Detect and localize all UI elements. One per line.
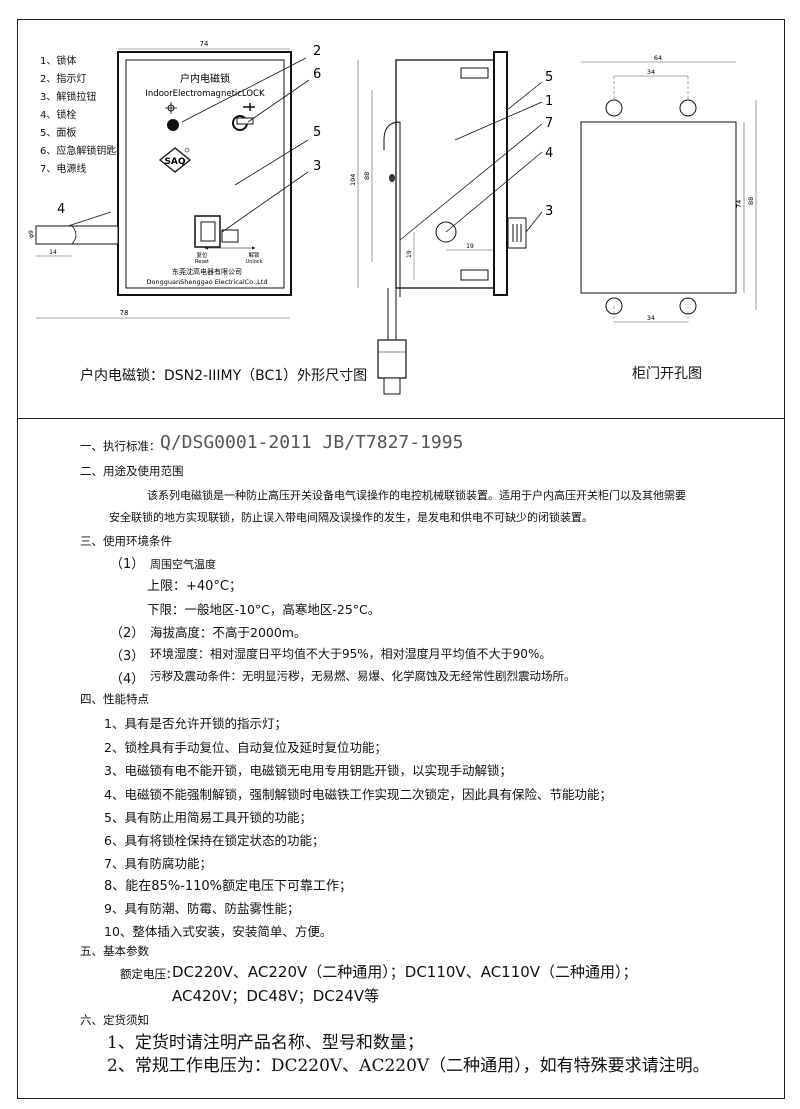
dim-side-inner: 88 xyxy=(363,172,371,180)
dim-cut-height-inner: 74 xyxy=(735,200,743,208)
callout-5: 5 xyxy=(313,125,321,140)
front-panel-outer xyxy=(117,51,292,296)
legend-item: 6、应急解锁钥匙孔 xyxy=(40,144,126,157)
keyhole-icon xyxy=(232,103,255,131)
front-panel-inner xyxy=(125,59,285,289)
callout-1: 1 xyxy=(545,94,553,109)
s5-line-2: AC420V；DC48V；DC24V等 xyxy=(172,987,380,1005)
s3-1-title: 周围空气温度 xyxy=(150,558,216,571)
feature-item: 8、能在85%-110%额定电压下可靠工作； xyxy=(104,879,353,894)
dim-bolt-len: 14 xyxy=(49,249,57,256)
feature-item: 4、电磁锁不能强制解锁，强制解锁时电磁铁工作实现二次锁定，因此具有保险、节能功能… xyxy=(104,787,612,802)
s4-title: 四、性能特点 xyxy=(80,692,149,706)
legend-item: 4、锁栓 xyxy=(40,108,76,121)
reset-en: Reset xyxy=(195,259,209,265)
front-view: 74 户内电磁锁 IndoorElectromagneticLOCK SAQ xyxy=(28,40,321,319)
s1-value: Q/DSG0001-2011 JB/T7827-1995 xyxy=(160,432,464,453)
dim-side-outer: 104 xyxy=(349,174,357,186)
parts-legend: 1、锁体 2、指示灯 3、解锁拉钮 4、锁栓 5、面板 6、应急解锁钥匙孔 7、… xyxy=(40,54,126,175)
legend-item: 3、解锁拉钮 xyxy=(40,90,96,103)
maker-en: DongguanShenggao ElectricalCo.,Ltd xyxy=(147,278,268,286)
s2-title: 二、用途及使用范围 xyxy=(80,464,184,478)
feature-item: 2、锁栓具有手动复位、自动复位及延时复位功能； xyxy=(104,740,387,755)
dim-front-total: 78 xyxy=(120,309,129,317)
dim-cut-width: 64 xyxy=(654,54,662,62)
s3-1-lower: 下限：一般地区-10°C，高寒地区-25°C。 xyxy=(147,602,381,617)
dim-cut-height-outer: 88 xyxy=(747,197,755,205)
s3-4: 污秽及震动条件：无明显污秽，无易燃、易爆、化学腐蚀及无经常性剧烈震动场所。 xyxy=(150,669,576,683)
s3-3: 环境湿度：相对湿度日平均值不大于95%，相对湿度月平均值不大于90%。 xyxy=(150,647,552,661)
logo-text: SAQ xyxy=(164,157,185,167)
legend-item: 7、电源线 xyxy=(40,162,86,175)
s3-1-num: （1） xyxy=(110,557,145,572)
s2-para-2: 安全联锁的地方实现联锁，防止误入带电间隔及误操作的发生，是发电和供电不可缺少的闭… xyxy=(109,511,593,524)
dimension-drawing: 1、锁体 2、指示灯 3、解锁拉钮 4、锁栓 5、面板 6、应急解锁钥匙孔 7、… xyxy=(28,40,757,395)
feature-item: 9、具有防潮、防霉、防盐雾性能； xyxy=(104,901,300,916)
callout-2: 2 xyxy=(313,44,321,59)
callout-7: 7 xyxy=(545,116,553,131)
legend-item: 5、面板 xyxy=(40,126,76,139)
dim-side-19v: 19 xyxy=(406,250,413,258)
callout-3-side: 3 xyxy=(545,204,553,219)
reset-cn: 复位 xyxy=(196,251,208,259)
maker-cn: 东莞沈高电器有限公司 xyxy=(172,267,242,276)
s2-para-1: 该系列电磁锁是一种防止高压开关设备电气误操作的电控机械联锁装置。适用于户内高压开… xyxy=(147,489,686,502)
s3-2: 海拔高度：不高于2000m。 xyxy=(150,625,307,640)
unlock-cn: 解锁 xyxy=(248,251,260,259)
s5-line-1: DC220V、AC220V（二种通用）；DC110V、AC110V（二种通用）； xyxy=(172,963,638,981)
panel-title-cn: 户内电磁锁 xyxy=(180,72,230,85)
dim-cut-spacing-top: 34 xyxy=(647,68,655,76)
page-frame xyxy=(17,19,785,1099)
main-caption: 户内电磁锁：DSN2-IIIMY（BC1）外形尺寸图 xyxy=(80,368,368,384)
section-divider xyxy=(17,418,785,419)
dim-side-19h: 19 xyxy=(466,243,474,250)
dim-bolt-dia: φ9 xyxy=(28,230,35,238)
feature-item: 6、具有将锁栓保持在锁定状态的功能； xyxy=(104,833,325,848)
lock-bolt xyxy=(35,225,119,245)
s3-4-num: （4） xyxy=(110,672,145,687)
s3-1-upper: 上限：+40°C； xyxy=(147,579,243,594)
s3-title: 三、使用环境条件 xyxy=(80,534,172,548)
panel-title-en: IndoorElectromagneticLOCK xyxy=(145,89,265,99)
s6-item-2: 2、常规工作电压为：DC220V、AC220V（二种通用），如有特殊要求请注明。 xyxy=(107,1056,710,1076)
cable-connector xyxy=(377,339,407,379)
feature-item: 3、电磁锁有电不能开锁，电磁锁无电用专用钥匙开锁，以实现手动解锁； xyxy=(104,763,512,778)
s6-title: 六、定货须知 xyxy=(80,1013,149,1027)
s6-item-1: 1、定货时请注明产品名称、型号和数量； xyxy=(107,1033,424,1053)
cutout-view: 64 34 74 88 34 xyxy=(580,54,757,323)
dim-front-width: 74 xyxy=(200,40,209,48)
saq-logo: SAQ xyxy=(158,147,192,173)
unlock-en: Unlock xyxy=(246,259,263,265)
callout-4-side: 4 xyxy=(545,146,553,161)
side-view: 104 88 19 19 5 1 7 4 3 xyxy=(349,51,553,395)
feature-item: 10、整体插入式安装，安装简单、方便。 xyxy=(104,924,333,939)
feature-item: 1、具有是否允许开锁的指示灯； xyxy=(104,716,287,731)
side-panel xyxy=(493,51,508,296)
callout-6: 6 xyxy=(313,67,321,82)
callout-5-side: 5 xyxy=(545,70,553,85)
legend-item: 2、指示灯 xyxy=(40,72,86,85)
indicator-lamp-icon xyxy=(165,102,179,131)
unlock-knob xyxy=(194,215,256,250)
legend-item: 1、锁体 xyxy=(40,54,76,67)
s3-3-num: （3） xyxy=(110,649,145,664)
s5-label: 额定电压： xyxy=(120,967,178,981)
callout-3: 3 xyxy=(313,159,321,174)
s3-2-num: （2） xyxy=(110,626,145,641)
dim-cut-spacing-bottom: 34 xyxy=(647,314,655,322)
callout-4: 4 xyxy=(57,202,65,217)
feature-item: 7、具有防腐功能； xyxy=(104,856,212,871)
s1-label: 一、执行标准： xyxy=(80,439,161,453)
s5-title: 五、基本参数 xyxy=(80,944,149,958)
cutout-caption: 柜门开孔图 xyxy=(632,366,702,382)
feature-item: 5、具有防止用简易工具开锁的功能； xyxy=(104,810,312,825)
